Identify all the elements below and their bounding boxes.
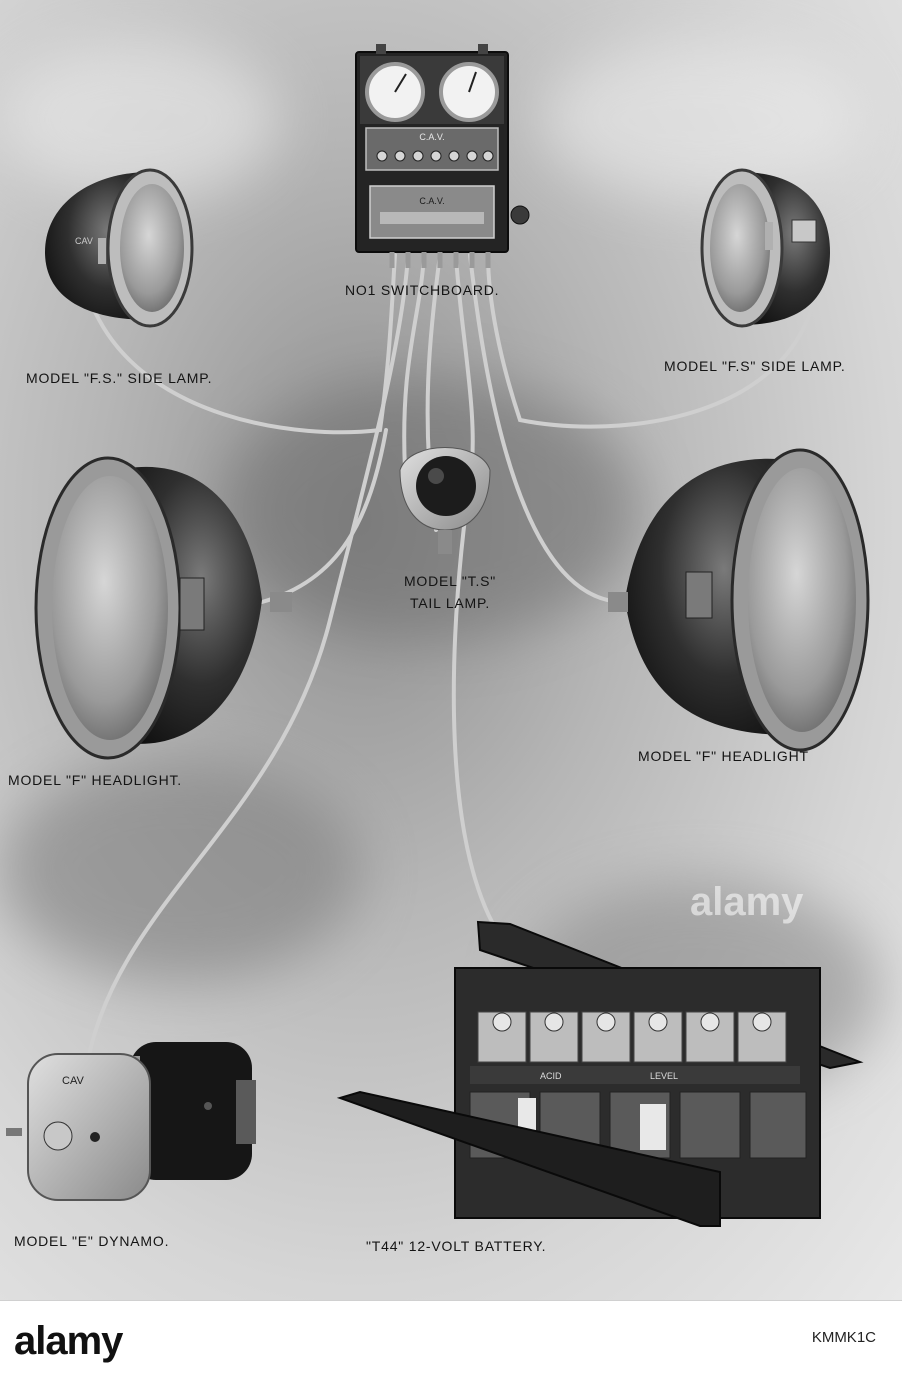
cable-right-headlight bbox=[468, 253, 624, 604]
label-tail-lamp: MODEL "T.S" TAIL LAMP. bbox=[370, 570, 530, 614]
tail-lamp-lens bbox=[416, 456, 476, 516]
dynamo: CAV bbox=[6, 1042, 256, 1201]
battery-acid-marking: ACID bbox=[540, 1071, 562, 1081]
wiring-diagram: C.A.V. C.A.V. CAV bbox=[6, 44, 870, 1227]
cable-right-side-lamp bbox=[486, 253, 820, 429]
watermark: alamy bbox=[690, 880, 804, 924]
cable-left-headlight bbox=[260, 428, 388, 604]
side-lamp-left-lens bbox=[120, 184, 184, 312]
label-side-lamp-left: MODEL "F.S." SIDE LAMP. bbox=[26, 370, 213, 386]
footer-bar: alamy KMMK1C bbox=[0, 1300, 902, 1391]
footer-brand-logo[interactable]: alamy bbox=[14, 1319, 123, 1363]
label-battery: "T44" 12-VOLT BATTERY. bbox=[366, 1238, 547, 1254]
dynamo-cutout bbox=[43, 1121, 73, 1151]
battery: ACID LEVEL bbox=[336, 920, 864, 1227]
cable-switchboard-spare bbox=[402, 253, 426, 472]
label-headlight-left: MODEL "F" HEADLIGHT. bbox=[8, 772, 182, 788]
illustration-sheet: C.A.V. C.A.V. CAV bbox=[0, 0, 902, 1300]
switchboard-switches bbox=[376, 150, 494, 162]
headlight-left bbox=[34, 456, 292, 760]
footer-image-code: KMMK1C bbox=[811, 1329, 876, 1346]
switchboard-top-marking: C.A.V. bbox=[419, 132, 444, 142]
label-dynamo: MODEL "E" DYNAMO. bbox=[14, 1233, 170, 1249]
switchboard-knob bbox=[510, 205, 530, 225]
side-lamp-left-badge: CAV bbox=[75, 236, 93, 246]
label-side-lamp-right: MODEL "F.S" SIDE LAMP. bbox=[664, 358, 846, 374]
side-lamp-left: CAV bbox=[45, 168, 194, 328]
label-switchboard: No1 SWITCHBOARD. bbox=[345, 282, 500, 298]
side-lamp-right-lens bbox=[710, 184, 770, 312]
headlight-right-lens bbox=[748, 468, 856, 732]
cable-left-side-lamp bbox=[90, 253, 397, 435]
headlight-right bbox=[608, 448, 870, 752]
label-headlight-right: MODEL "F" HEADLIGHT bbox=[638, 748, 809, 764]
battery-front-flap bbox=[336, 1090, 721, 1227]
headlight-left-lens bbox=[52, 476, 168, 740]
dynamo-end-plate bbox=[27, 1053, 151, 1201]
cable-dynamo bbox=[86, 253, 410, 1062]
side-lamp-right bbox=[700, 168, 830, 328]
label-tail-lamp-line1: MODEL "T.S" bbox=[403, 573, 497, 589]
battery-level-marking: LEVEL bbox=[650, 1071, 678, 1081]
switchboard-plate-marking: C.A.V. bbox=[419, 196, 444, 206]
label-tail-lamp-line2: TAIL LAMP. bbox=[409, 595, 491, 611]
dynamo-badge: CAV bbox=[62, 1075, 84, 1087]
switchboard: C.A.V. C.A.V. bbox=[355, 44, 530, 268]
tail-lamp bbox=[399, 447, 491, 554]
